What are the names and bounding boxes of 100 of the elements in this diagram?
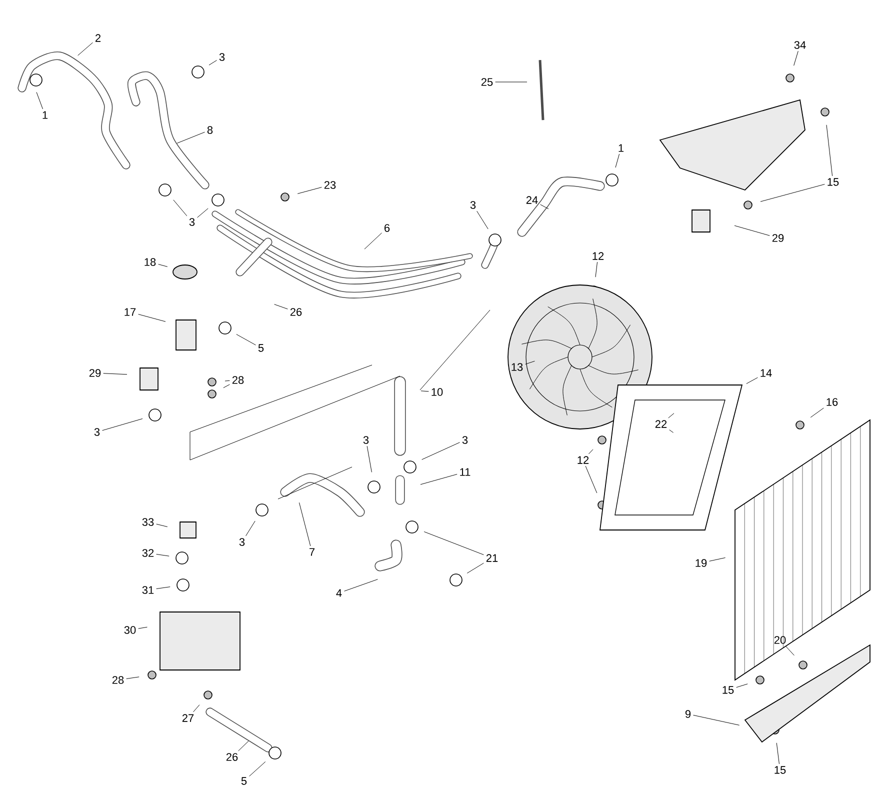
callout-number: 6 [384,224,390,232]
leader-line [760,184,825,202]
leader-line [669,430,674,433]
callout-number: 23 [324,181,336,189]
callout-number: 13 [512,363,523,371]
leader-line [224,380,230,382]
leader-line [298,502,311,546]
callout-number: 20 [774,636,786,644]
leader-line [525,360,535,364]
callout-number: 19 [696,559,707,567]
leader-line [103,373,128,375]
leader-line [693,714,740,726]
callout-number: 18 [144,258,156,266]
leader-line [422,442,460,460]
leader-line [794,50,798,66]
callout-number: 29 [772,234,784,242]
leader-line [156,524,168,528]
callout-number: 1 [618,144,624,152]
callout-number: 3 [219,53,225,61]
leader-line [420,390,429,392]
leader-line [736,684,748,688]
leader-line [138,314,166,322]
leader-line [785,646,794,656]
leader-line [156,554,170,556]
callout-number: 5 [258,344,264,352]
leader-line [158,264,168,267]
leader-line [193,704,200,712]
leader-line [668,413,674,418]
callout-number: 15 [774,766,786,774]
callout-number: 8 [207,126,213,134]
leader-line [420,474,458,485]
callout-number: 3 [94,428,100,436]
leader-line [102,418,143,431]
leader-line [238,740,249,752]
callout-number: 25 [481,78,493,86]
leader-line [297,186,322,194]
callout-number: 28 [232,376,244,384]
leader-line [366,446,372,472]
callout-number: 30 [124,626,136,634]
leader-line [156,586,170,590]
callout-number: 33 [142,518,154,526]
callout-number: 24 [526,196,538,204]
callout-number: 17 [124,308,136,316]
leader-line [274,304,288,310]
leader-line [126,676,140,680]
callout-number: 3 [470,201,476,209]
leader-line [466,562,484,574]
leader-line [364,232,382,250]
callout-number: 4 [336,589,342,597]
callout-number: 3 [462,436,468,444]
callout-number: 15 [722,686,734,694]
leader-line [173,200,188,216]
leader-line [595,262,598,278]
callout-number: 1 [42,111,48,119]
leader-line [734,225,770,236]
callout-number: 34 [794,41,806,49]
leader-line [776,742,780,764]
callout-number: 11 [460,468,470,476]
leader-line [709,557,726,562]
leader-line [208,60,217,66]
callout-number: 14 [760,369,772,377]
leader-line [36,92,44,110]
callout-number: 21 [486,554,498,562]
leader-line [138,626,148,629]
callout-number: 12 [592,252,604,260]
leader-line [810,408,824,418]
callout-number: 16 [826,398,838,406]
leader-line [424,531,484,556]
callout-number: 26 [226,753,238,761]
callout-number: 28 [112,676,124,684]
leader-line [236,334,256,346]
callout-number: 15 [828,178,839,186]
leader-line [615,154,620,168]
callout-number: 32 [142,549,154,557]
leader-line [246,520,256,536]
callout-number: 2 [96,34,101,42]
callout-number: 10 [432,388,443,396]
callout-number: 3 [363,436,369,444]
leader-line [588,449,594,454]
callout-number: 5 [241,777,247,785]
callout-number: 27 [182,714,194,722]
callout-number: 26 [290,308,302,316]
callout-number: 12 [578,456,589,464]
leader-line [344,579,378,592]
callout-number: 7 [310,548,315,556]
leader-line [540,204,549,210]
leader-line [746,377,758,384]
leader-line [585,466,598,494]
callout-number: 3 [239,538,245,546]
leader-line [223,384,230,388]
callout-number: 3 [189,218,195,226]
leader-line [826,124,833,176]
leader-line [176,132,205,144]
leader-line [476,210,488,230]
leader-line [197,208,208,218]
callout-number: 29 [89,369,101,377]
leader-line [78,42,93,56]
callout-number: 31 [142,586,154,594]
callout-number: 9 [685,710,691,718]
leader-line [249,761,266,776]
